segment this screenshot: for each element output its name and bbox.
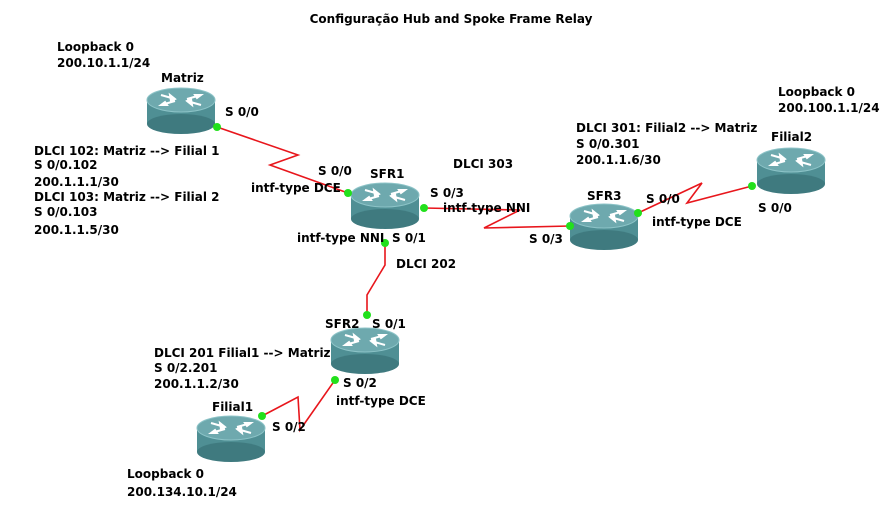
note-matriz-dlci: DLCI 102: Matriz --> Filial 1 S 0/0.102 … <box>34 144 224 237</box>
router-name-sfr2: SFR2 <box>325 317 359 331</box>
diagram-title: Configuração Hub and Spoke Frame Relay <box>310 12 593 26</box>
router-icon <box>196 415 266 463</box>
port-dot <box>748 182 756 190</box>
router-icon <box>350 182 420 230</box>
label-sfr3-port-filial2: S 0/0 <box>646 192 680 206</box>
port-dot <box>381 239 389 247</box>
label-sfr2-port-filial1: S 0/2 <box>343 376 377 390</box>
label-intf-nni-sfr1-sfr2: intf-type NNI <box>297 231 384 245</box>
router-icon <box>756 147 826 195</box>
label-intf-dce-sfr1: intf-type DCE <box>251 181 341 195</box>
router-name-filial2: Filial2 <box>771 130 812 144</box>
label-matriz-port: S 0/0 <box>225 105 259 119</box>
router-name-sfr3: SFR3 <box>587 189 621 203</box>
port-dot <box>420 204 428 212</box>
port-dot <box>566 222 574 230</box>
router-icon <box>569 203 639 251</box>
note-filial1-loopback: Loopback 0 200.134.10.1/24 <box>127 467 237 499</box>
note-filial2-loopback: Loopback 0 200.100.1.1/24 <box>778 85 880 115</box>
label-sfr1-port-matriz: S 0/0 <box>318 164 352 178</box>
note-matriz-loopback: Loopback 0 200.10.1.1/24 <box>57 40 150 70</box>
note-filial2-dlci: DLCI 301: Filial2 --> Matriz S 0/0.301 2… <box>576 121 762 167</box>
link-sfr2-filial1 <box>261 379 336 433</box>
link-sfr1-sfr3 <box>423 207 571 229</box>
port-dot <box>634 209 642 217</box>
router-name-matriz: Matriz <box>161 71 204 85</box>
link-sfr1-sfr2 <box>366 243 386 315</box>
router-filial1[interactable] <box>196 415 266 463</box>
port-dot <box>258 412 266 420</box>
router-name-filial1: Filial1 <box>212 400 253 414</box>
port-dot <box>213 123 221 131</box>
port-dot <box>344 189 352 197</box>
router-sfr3[interactable] <box>569 203 639 251</box>
label-sfr1-port-sfr3: S 0/3 <box>430 186 464 200</box>
router-name-sfr1: SFR1 <box>370 167 404 181</box>
router-filial2[interactable] <box>756 147 826 195</box>
label-filial1-port: S 0/2 <box>272 420 306 434</box>
router-sfr2[interactable] <box>330 327 400 375</box>
router-icon <box>146 87 216 135</box>
label-dlci-303: DLCI 303 <box>453 157 513 171</box>
label-sfr2-port-sfr1: S 0/1 <box>372 317 406 331</box>
port-dot <box>331 376 339 384</box>
label-intf-dce-sfr2: intf-type DCE <box>336 394 426 408</box>
router-icon <box>330 327 400 375</box>
label-filial2-port: S 0/0 <box>758 201 792 215</box>
label-dlci-202: DLCI 202 <box>396 257 456 271</box>
router-sfr1[interactable] <box>350 182 420 230</box>
link-sfr3-filial2 <box>637 182 753 214</box>
label-intf-dce-sfr3: intf-type DCE <box>652 215 742 229</box>
port-dot <box>363 311 371 319</box>
label-sfr1-port-sfr2: S 0/1 <box>392 231 426 245</box>
label-intf-nni-sfr1-sfr3: intf-type NNI <box>443 201 530 215</box>
note-filial1-dlci: DLCI 201 Filial1 --> Matriz S 0/2.201 20… <box>154 346 335 391</box>
label-sfr3-port-sfr1: S 0/3 <box>529 232 563 246</box>
router-matriz[interactable] <box>146 87 216 135</box>
link-matriz-sfr1 <box>216 126 349 194</box>
